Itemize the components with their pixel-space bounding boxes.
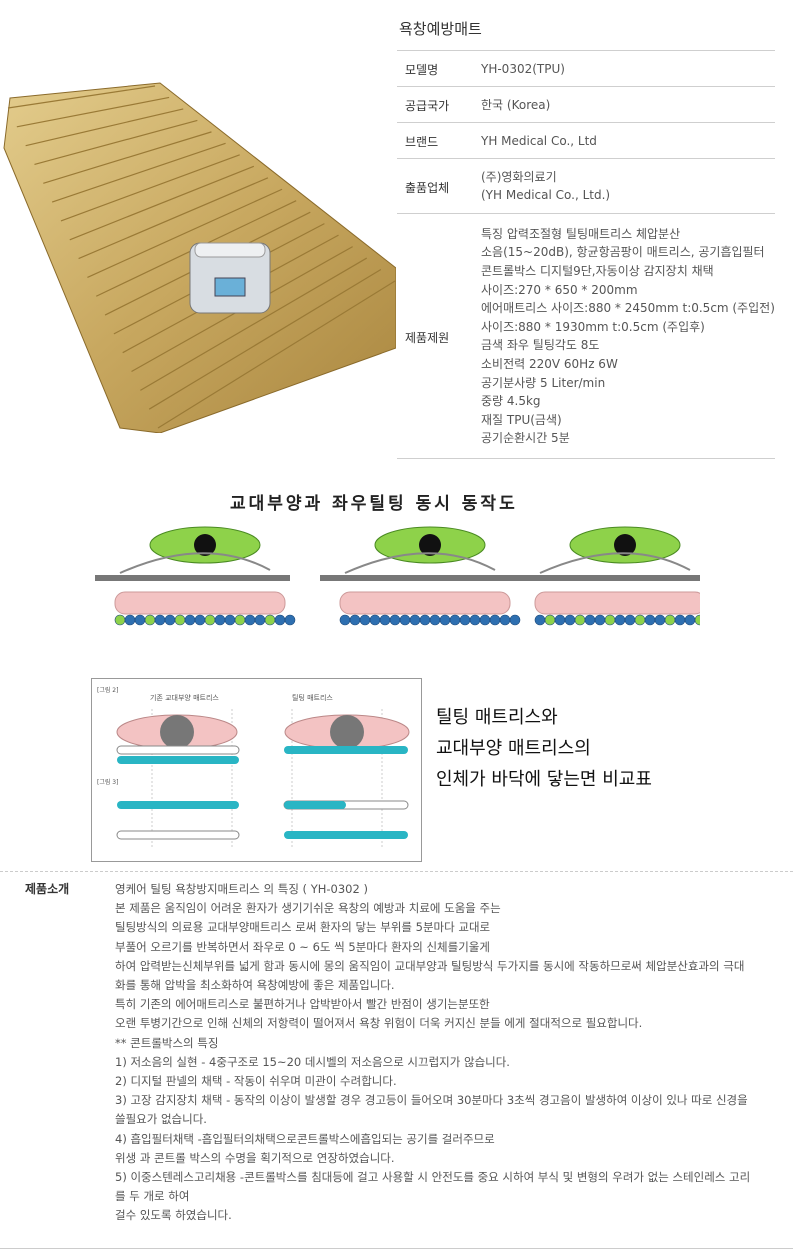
- intro-line: 특히 기존의 에어매트리스로 불편하거나 압박받아서 빨간 반점이 생기는분또한: [115, 997, 490, 1012]
- compare-text-2: 교대부양 매트리스의: [436, 738, 591, 759]
- intro-body: 영케어 틸팅 욕창방지매트리스 의 특징 ( YH-0302 ) 본 제품은 움직…: [115, 880, 775, 1226]
- spec-value-line: 특징 압력조절형 틸팅매트리스 체압분산: [481, 226, 681, 241]
- spec-value-line: 공기분사량 5 Liter/min: [481, 375, 606, 390]
- intro-divider: [0, 871, 793, 872]
- intro-line: 부풀어 오르기를 반복하면서 좌우로 0 ~ 6도 씩 5분마다 환자의 신체를…: [115, 939, 490, 954]
- spec-label: 공급국가: [405, 99, 450, 113]
- spec-value-line: 중량 4.5kg: [481, 394, 541, 409]
- col-left-label: 기존 교대부양 매트리스: [150, 694, 219, 702]
- comparison-graphic: [116, 709, 410, 849]
- spec-value: 한국 (Korea): [481, 96, 550, 115]
- product-photo: [3, 82, 396, 433]
- compare-text-1: 틸팅 매트리스와: [436, 707, 558, 728]
- spec-label: 출품업체: [405, 180, 450, 195]
- spec-value-line: 공기순환시간 5분: [481, 431, 570, 446]
- col-right-label: 틸팅 매트리스: [292, 694, 333, 702]
- intro-line: 쓸필요가 없습니다.: [115, 1112, 207, 1127]
- intro-line: ** 콘트롤박스의 특징: [115, 1035, 219, 1050]
- intro-line: 2) 디지털 판넬의 채택 - 작동이 쉬우며 미관이 수려합니다.: [115, 1074, 397, 1089]
- spec-value-line: 사이즈:880 * 1930mm t:0.5cm (주입후): [481, 319, 705, 334]
- intro-line: 본 제품은 움직임이 어려운 환자가 생기기쉬운 욕창의 예방과 치료에 도움을…: [115, 901, 501, 916]
- spec-value: (주)영화의료기 (YH Medical Co., Ltd.): [481, 168, 610, 205]
- spec-label: 브랜드: [405, 135, 439, 149]
- intro-line: 틸팅방식의 의료용 교대부양매트리스 로써 환자의 닿는 부위를 5분마다 교대…: [115, 920, 491, 935]
- comparison-figure: [그림 2] 기존 교대부양 매트리스 틸팅 매트리스 [그림 3]: [91, 678, 422, 862]
- product-title: 욕창예방매트: [399, 20, 482, 38]
- spec-value-line: 한국 (Korea): [481, 97, 551, 112]
- intro-line: 5) 이중스텐레스고리채용 -콘트롤박스를 침대등에 걸고 사용할 시 안전도를…: [115, 1170, 751, 1185]
- intro-line: 1) 저소음의 실현 - 4중구조로 15~20 데시벨의 저소음으로 시끄럽지…: [115, 1054, 510, 1069]
- spec-value-line: 소비전력 220V 60Hz 6W: [481, 357, 618, 372]
- fig3-label: [그림 3]: [97, 779, 119, 786]
- spec-value-line: (YH Medical Co., Ltd.): [481, 188, 611, 203]
- spec-value: YH Medical Co., Ltd: [481, 132, 597, 151]
- spec-value-line: 금색 좌우 틸팅각도 8도: [481, 338, 600, 353]
- compare-text-3: 인체가 바닥에 닿는면 비교표: [436, 769, 652, 790]
- spec-value-line: YH-0302(TPU): [481, 61, 565, 76]
- intro-line: 하여 압력받는신체부위를 넓게 함과 동시에 몽의 움직임이 교대부양과 틸팅방…: [115, 958, 745, 973]
- spec-value-line: (주)영화의료기: [481, 169, 557, 184]
- spec-value-line: 콘트롤박스 디지털9단,자동이상 감지장치 채택: [481, 264, 714, 279]
- spec-row: 공급국가 한국 (Korea): [397, 86, 775, 123]
- spec-row: 브랜드 YH Medical Co., Ltd: [397, 122, 775, 159]
- operation-diagram: [95, 526, 700, 626]
- intro-line: 4) 흡입필터채택 -흡입필터의채택으로콘트롤박스에흡입되는 공기를 걸러주므로: [115, 1131, 495, 1146]
- spec-value: YH-0302(TPU): [481, 60, 565, 79]
- spec-table-bottom-border: [397, 458, 775, 459]
- intro-line: 위생 과 콘트롤 박스의 수명을 획기적으로 연장하였습니다.: [115, 1150, 395, 1165]
- intro-line: 3) 고장 감지장치 채택 - 동작의 이상이 발생할 경우 경고등이 들어오며…: [115, 1093, 748, 1108]
- spec-label: 모델명: [405, 63, 439, 77]
- intro-line: 영케어 틸팅 욕창방지매트리스 의 특징 ( YH-0302 ): [115, 882, 368, 896]
- intro-line: 화를 통해 압박을 최소화하여 욕창예방에 좋은 제품입니다.: [115, 978, 395, 993]
- spec-value-line: 재질 TPU(금색): [481, 412, 562, 427]
- spec-value-line: YH Medical Co., Ltd: [481, 133, 597, 148]
- intro-bottom-divider: [0, 1248, 793, 1249]
- spec-value-line: 소음(15~20dB), 항균항곰팡이 매트리스, 공기흡입필터: [481, 245, 765, 260]
- diagram-title: 교대부양과 좌우틸팅 동시 동작도: [230, 494, 518, 514]
- spec-value-line: 사이즈:270 * 650 * 200mm: [481, 282, 638, 297]
- spec-value-line: 에어매트리스 사이즈:880 * 2450mm t:0.5cm (주입전): [481, 301, 775, 316]
- spec-row: 모델명 YH-0302(TPU): [397, 50, 775, 87]
- fig2-label: [그림 2]: [97, 687, 119, 694]
- intro-line: 걸수 있도록 하였습니다.: [115, 1208, 232, 1223]
- intro-line: 오랜 투병기간으로 인해 신체의 저항력이 떨어져서 욕창 위험이 더욱 커지신…: [115, 1016, 643, 1031]
- intro-line: 를 두 개로 하여: [115, 1189, 190, 1204]
- spec-row: 출품업체 (주)영화의료기 (YH Medical Co., Ltd.): [397, 158, 775, 214]
- intro-label: 제품소개: [25, 882, 70, 896]
- spec-label: 제품제원: [405, 330, 450, 345]
